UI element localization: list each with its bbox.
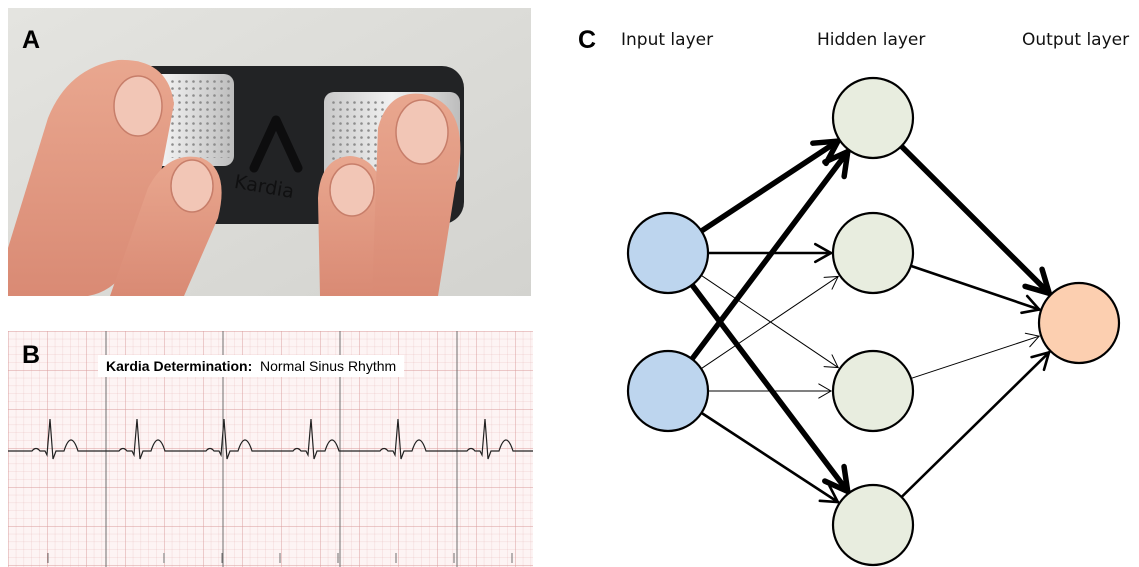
edge-input-2-hidden-4: [700, 411, 840, 504]
determination-label: Kardia Determination:: [106, 358, 253, 374]
ecg-waveform: [8, 418, 533, 460]
kardia-device-photo: Kardia: [8, 8, 531, 296]
input-node-1: [626, 211, 710, 295]
edge-input-2-hidden-3-arrowhead: [818, 383, 832, 399]
edge-input-2-hidden-1-arrowhead: [822, 146, 852, 180]
edge-hidden-3-output: [910, 335, 1040, 379]
output-layer-label: Output layer: [1022, 30, 1130, 50]
edge-hidden-4-output: [900, 351, 1051, 499]
kardia-determination-banner: Kardia Determination: Normal Sinus Rhyth…: [98, 355, 405, 377]
edge-hidden-4-output-arrowhead: [1030, 350, 1051, 372]
hidden-layer-label: Hidden layer: [817, 30, 926, 50]
edge-input-2-hidden-2: [700, 275, 839, 370]
edge-input-1-hidden-3-arrowhead: [823, 354, 839, 369]
edge-hidden-1-output-arrowhead: [1022, 266, 1054, 298]
input-node-2: [626, 349, 710, 433]
edge-input-1-hidden-3: [700, 274, 839, 369]
edge-hidden-1-output: [898, 143, 1052, 297]
hidden-node-2: [831, 211, 915, 295]
determination-value: Normal Sinus Rhythm: [260, 358, 397, 374]
input-layer-label: Input layer: [621, 30, 714, 50]
hidden-node-1: [831, 76, 915, 160]
edge-hidden-2-output: [909, 264, 1041, 311]
edge-hidden-3-output-arrowhead: [1024, 332, 1041, 348]
edge-input-1-hidden-4: [689, 282, 851, 495]
panel-letter-b: B: [22, 341, 41, 369]
edge-input-1-hidden-1: [698, 138, 841, 234]
panel-letter-c: C: [578, 26, 597, 54]
edge-input-1-hidden-1-arrowhead: [810, 137, 843, 167]
edge-input-2-hidden-2-arrowhead: [823, 275, 839, 290]
output-node: [1037, 281, 1121, 365]
edge-input-1-hidden-2-arrowhead: [813, 242, 834, 264]
panel-letter-a: A: [22, 26, 41, 54]
hidden-node-4: [831, 483, 915, 567]
edge-input-2-hidden-1: [689, 148, 851, 362]
edge-input-2-hidden-4-arrowhead: [818, 484, 841, 504]
edge-input-1-hidden-4-arrowhead: [822, 463, 852, 497]
hidden-node-3: [831, 349, 915, 433]
edge-hidden-2-output-arrowhead: [1020, 294, 1042, 315]
